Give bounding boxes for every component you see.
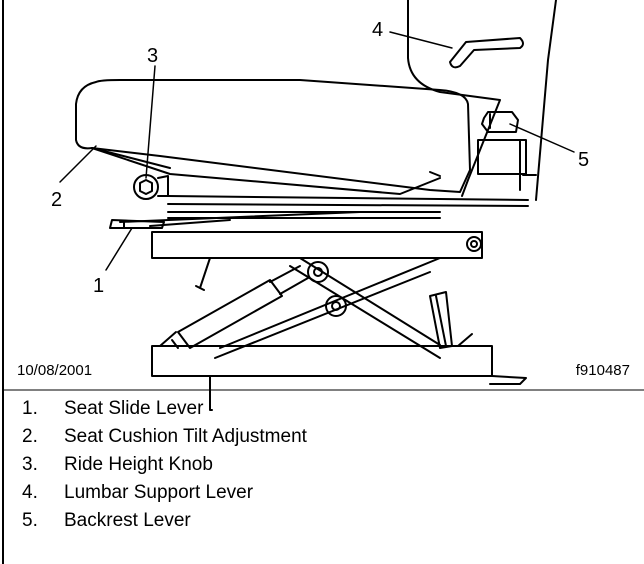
backrest-lever bbox=[481, 111, 519, 133]
callout-1: 1 bbox=[93, 275, 104, 297]
seat-slide-lever bbox=[109, 219, 165, 229]
legend-item-label: Seat Cushion Tilt Adjustment bbox=[64, 426, 307, 447]
legend-item-label: Ride Height Knob bbox=[64, 454, 213, 475]
figure-id: f910487 bbox=[575, 362, 630, 379]
date-stamp: 10/08/2001 bbox=[17, 362, 93, 379]
ride-height-knob bbox=[133, 174, 169, 200]
legend-item: 3. Ride Height Knob bbox=[22, 451, 307, 479]
legend-item-number: 1. bbox=[22, 398, 38, 419]
legend-item: 2. Seat Cushion Tilt Adjustment bbox=[22, 423, 307, 451]
legend-item-label: Lumbar Support Lever bbox=[64, 482, 254, 503]
seat-base bbox=[151, 331, 527, 411]
seat-cushion bbox=[75, 79, 471, 195]
legend-item: 1. Seat Slide Lever bbox=[22, 395, 307, 423]
gas-strut bbox=[171, 265, 309, 349]
callout-leaders bbox=[59, 31, 575, 271]
legend-item-number: 4. bbox=[22, 482, 38, 503]
legend-item-number: 2. bbox=[22, 426, 38, 447]
callout-2: 2 bbox=[51, 189, 62, 211]
legend-item: 5. Backrest Lever bbox=[22, 507, 307, 535]
damper bbox=[429, 291, 453, 349]
scissor-mechanism bbox=[195, 257, 441, 359]
side-panel bbox=[477, 139, 527, 175]
legend-item-number: 3. bbox=[22, 454, 38, 475]
slide-rails bbox=[119, 195, 529, 227]
callout-5: 5 bbox=[578, 149, 589, 171]
legend-item-number: 5. bbox=[22, 510, 38, 531]
callout-4: 4 bbox=[372, 19, 383, 41]
callout-3: 3 bbox=[147, 45, 158, 67]
legend-item-label: Seat Slide Lever bbox=[64, 398, 204, 419]
legend-item-label: Backrest Lever bbox=[64, 510, 191, 531]
upper-platform bbox=[151, 231, 483, 259]
lumbar-support-lever bbox=[449, 37, 524, 69]
backrest bbox=[407, 0, 557, 201]
legend-list: 1. Seat Slide Lever 2. Seat Cushion Tilt A… bbox=[22, 395, 307, 535]
legend-item: 4. Lumbar Support Lever bbox=[22, 479, 307, 507]
